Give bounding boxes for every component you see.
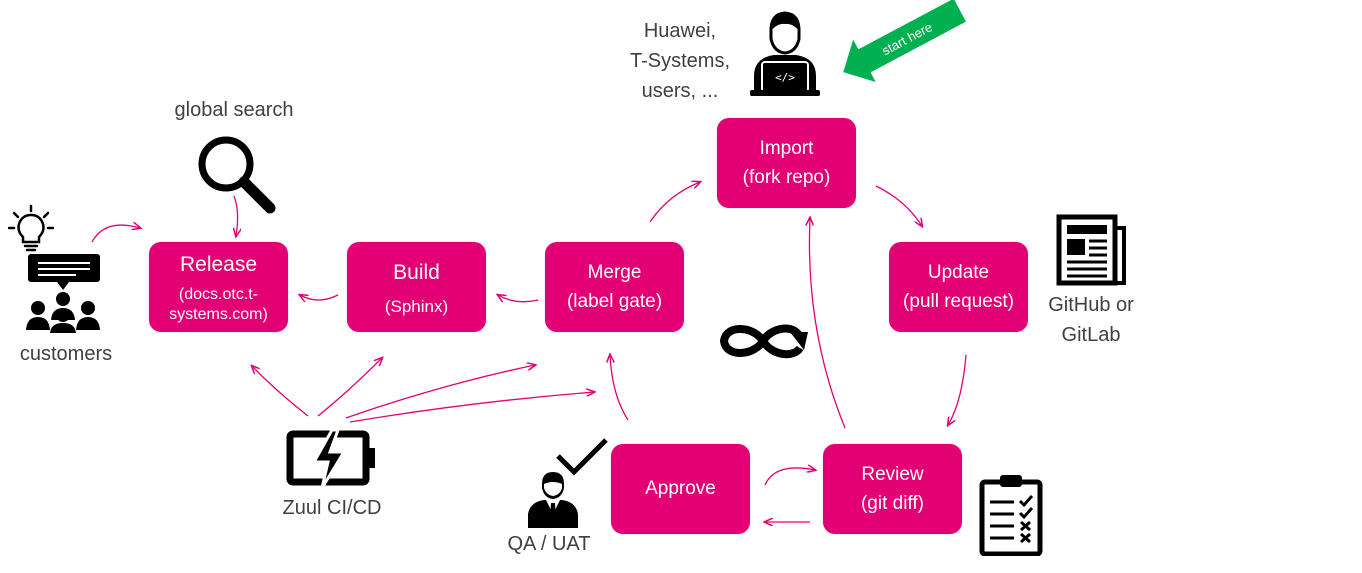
zuul-label: Zuul CI/CD <box>282 497 382 519</box>
build-subtitle: (Sphinx) <box>384 296 449 316</box>
build-box: Build (Sphinx) <box>347 242 486 332</box>
contributors-line-3: users, ... <box>641 80 719 102</box>
arrow-zuul-approve <box>349 392 594 423</box>
arrow-approve-merge <box>610 355 629 421</box>
arrow-zuul-release <box>252 366 309 417</box>
release-title: Release <box>179 252 258 276</box>
merge-title: Merge <box>587 261 642 283</box>
contributors-label: Huawei, T-Systems, users, ... <box>620 16 740 106</box>
import-title: Import <box>759 137 814 159</box>
import-box: Import (fork repo) <box>717 118 856 208</box>
github-label: GitHub or GitLab <box>1048 294 1134 346</box>
arrow-approve-review <box>764 468 815 486</box>
build-title: Build <box>393 261 440 285</box>
arrow-update-review <box>948 354 967 425</box>
start-arrow-icon: start here <box>843 0 966 83</box>
release-subtitle: (docs.otc.t-systems.com) <box>169 286 268 324</box>
lightbulb-icon <box>8 204 54 252</box>
merge-subtitle: (label gate) <box>566 291 663 312</box>
merge-box: Merge (label gate) <box>545 242 684 332</box>
battery-icon <box>286 428 375 489</box>
arrow-search-release <box>234 195 238 236</box>
import-subtitle: (fork repo) <box>742 167 831 188</box>
checklist-icon <box>979 475 1043 556</box>
arrow-customers-release <box>91 225 140 243</box>
developer-laptop-icon: </> <box>750 11 820 96</box>
arrow-review-import <box>809 218 846 429</box>
customers-icon <box>26 254 100 333</box>
update-title: Update <box>927 261 990 283</box>
arrow-zuul-build <box>317 358 382 417</box>
customers-label: customers <box>19 343 113 365</box>
checkmark-icon <box>556 438 608 476</box>
review-subtitle: (git diff) <box>860 493 924 514</box>
magnifier-icon <box>198 136 276 214</box>
approve-title: Approve <box>645 478 716 500</box>
infinity-loop-icon <box>719 324 808 359</box>
review-box: Review (git diff) <box>823 444 962 534</box>
qa-label: QA / UAT <box>507 533 591 555</box>
qa-person-icon <box>528 472 578 528</box>
arrow-import-update <box>875 185 922 226</box>
contributors-line-1: Huawei, <box>643 20 717 42</box>
newspaper-icon <box>1056 214 1126 286</box>
update-subtitle: (pull request) <box>903 291 1014 312</box>
release-box: Release (docs.otc.t-systems.com) <box>149 242 288 332</box>
svg-text:</>: </> <box>775 71 795 84</box>
review-title: Review <box>861 463 924 485</box>
approve-box: Approve <box>611 444 750 534</box>
contributors-line-2: T-Systems, <box>629 50 730 72</box>
global-search-label: global search <box>174 99 294 121</box>
update-box: Update (pull request) <box>889 242 1028 332</box>
arrow-merge-build <box>498 295 539 302</box>
arrow-merge-import <box>649 182 700 223</box>
arrow-zuul-merge <box>345 365 535 419</box>
arrow-build-release <box>300 295 339 300</box>
